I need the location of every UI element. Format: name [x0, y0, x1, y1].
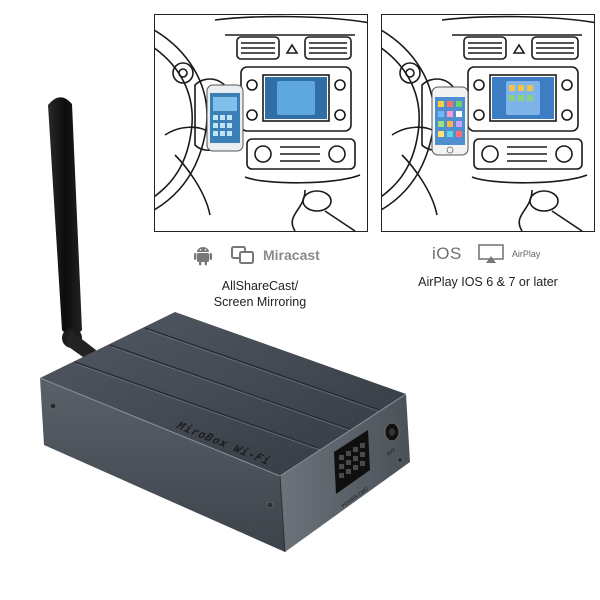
ios-label: iOS — [432, 244, 462, 263]
android-caption-line2: Screen Mirroring — [213, 295, 307, 309]
top-ridges — [74, 327, 386, 449]
android-logo-row: Miracast — [193, 244, 320, 266]
airplay-label: AirPlay — [511, 249, 541, 259]
av-jack-port — [384, 422, 400, 442]
ios-caption-text: AirPlay IOS 6 & 7 or later — [418, 275, 558, 289]
screw — [266, 501, 274, 509]
android-car-dashboard-illustration — [154, 14, 368, 232]
miracast-icon — [231, 246, 254, 264]
miracast-label: Miracast — [263, 247, 320, 263]
ios-logo-row: iOS AirPlay — [432, 244, 540, 264]
box-front-face — [40, 378, 285, 552]
screw — [49, 402, 57, 410]
airplay-icon — [478, 244, 504, 263]
ios-car-dashboard-illustration — [381, 14, 595, 232]
av-port-label: AV2 — [386, 447, 397, 457]
antenna-icon — [48, 97, 96, 362]
power-connector-port — [334, 430, 370, 494]
screw — [397, 457, 403, 463]
car-dashboard-line-art — [155, 15, 367, 231]
android-caption: AllShareCast/ Screen Mirroring — [190, 278, 330, 310]
car-dashboard-line-art — [382, 15, 594, 231]
android-caption-line1: AllShareCast/ — [221, 279, 299, 293]
ios-caption: AirPlay IOS 6 & 7 or later — [408, 274, 568, 290]
android-robot-icon — [194, 247, 212, 266]
